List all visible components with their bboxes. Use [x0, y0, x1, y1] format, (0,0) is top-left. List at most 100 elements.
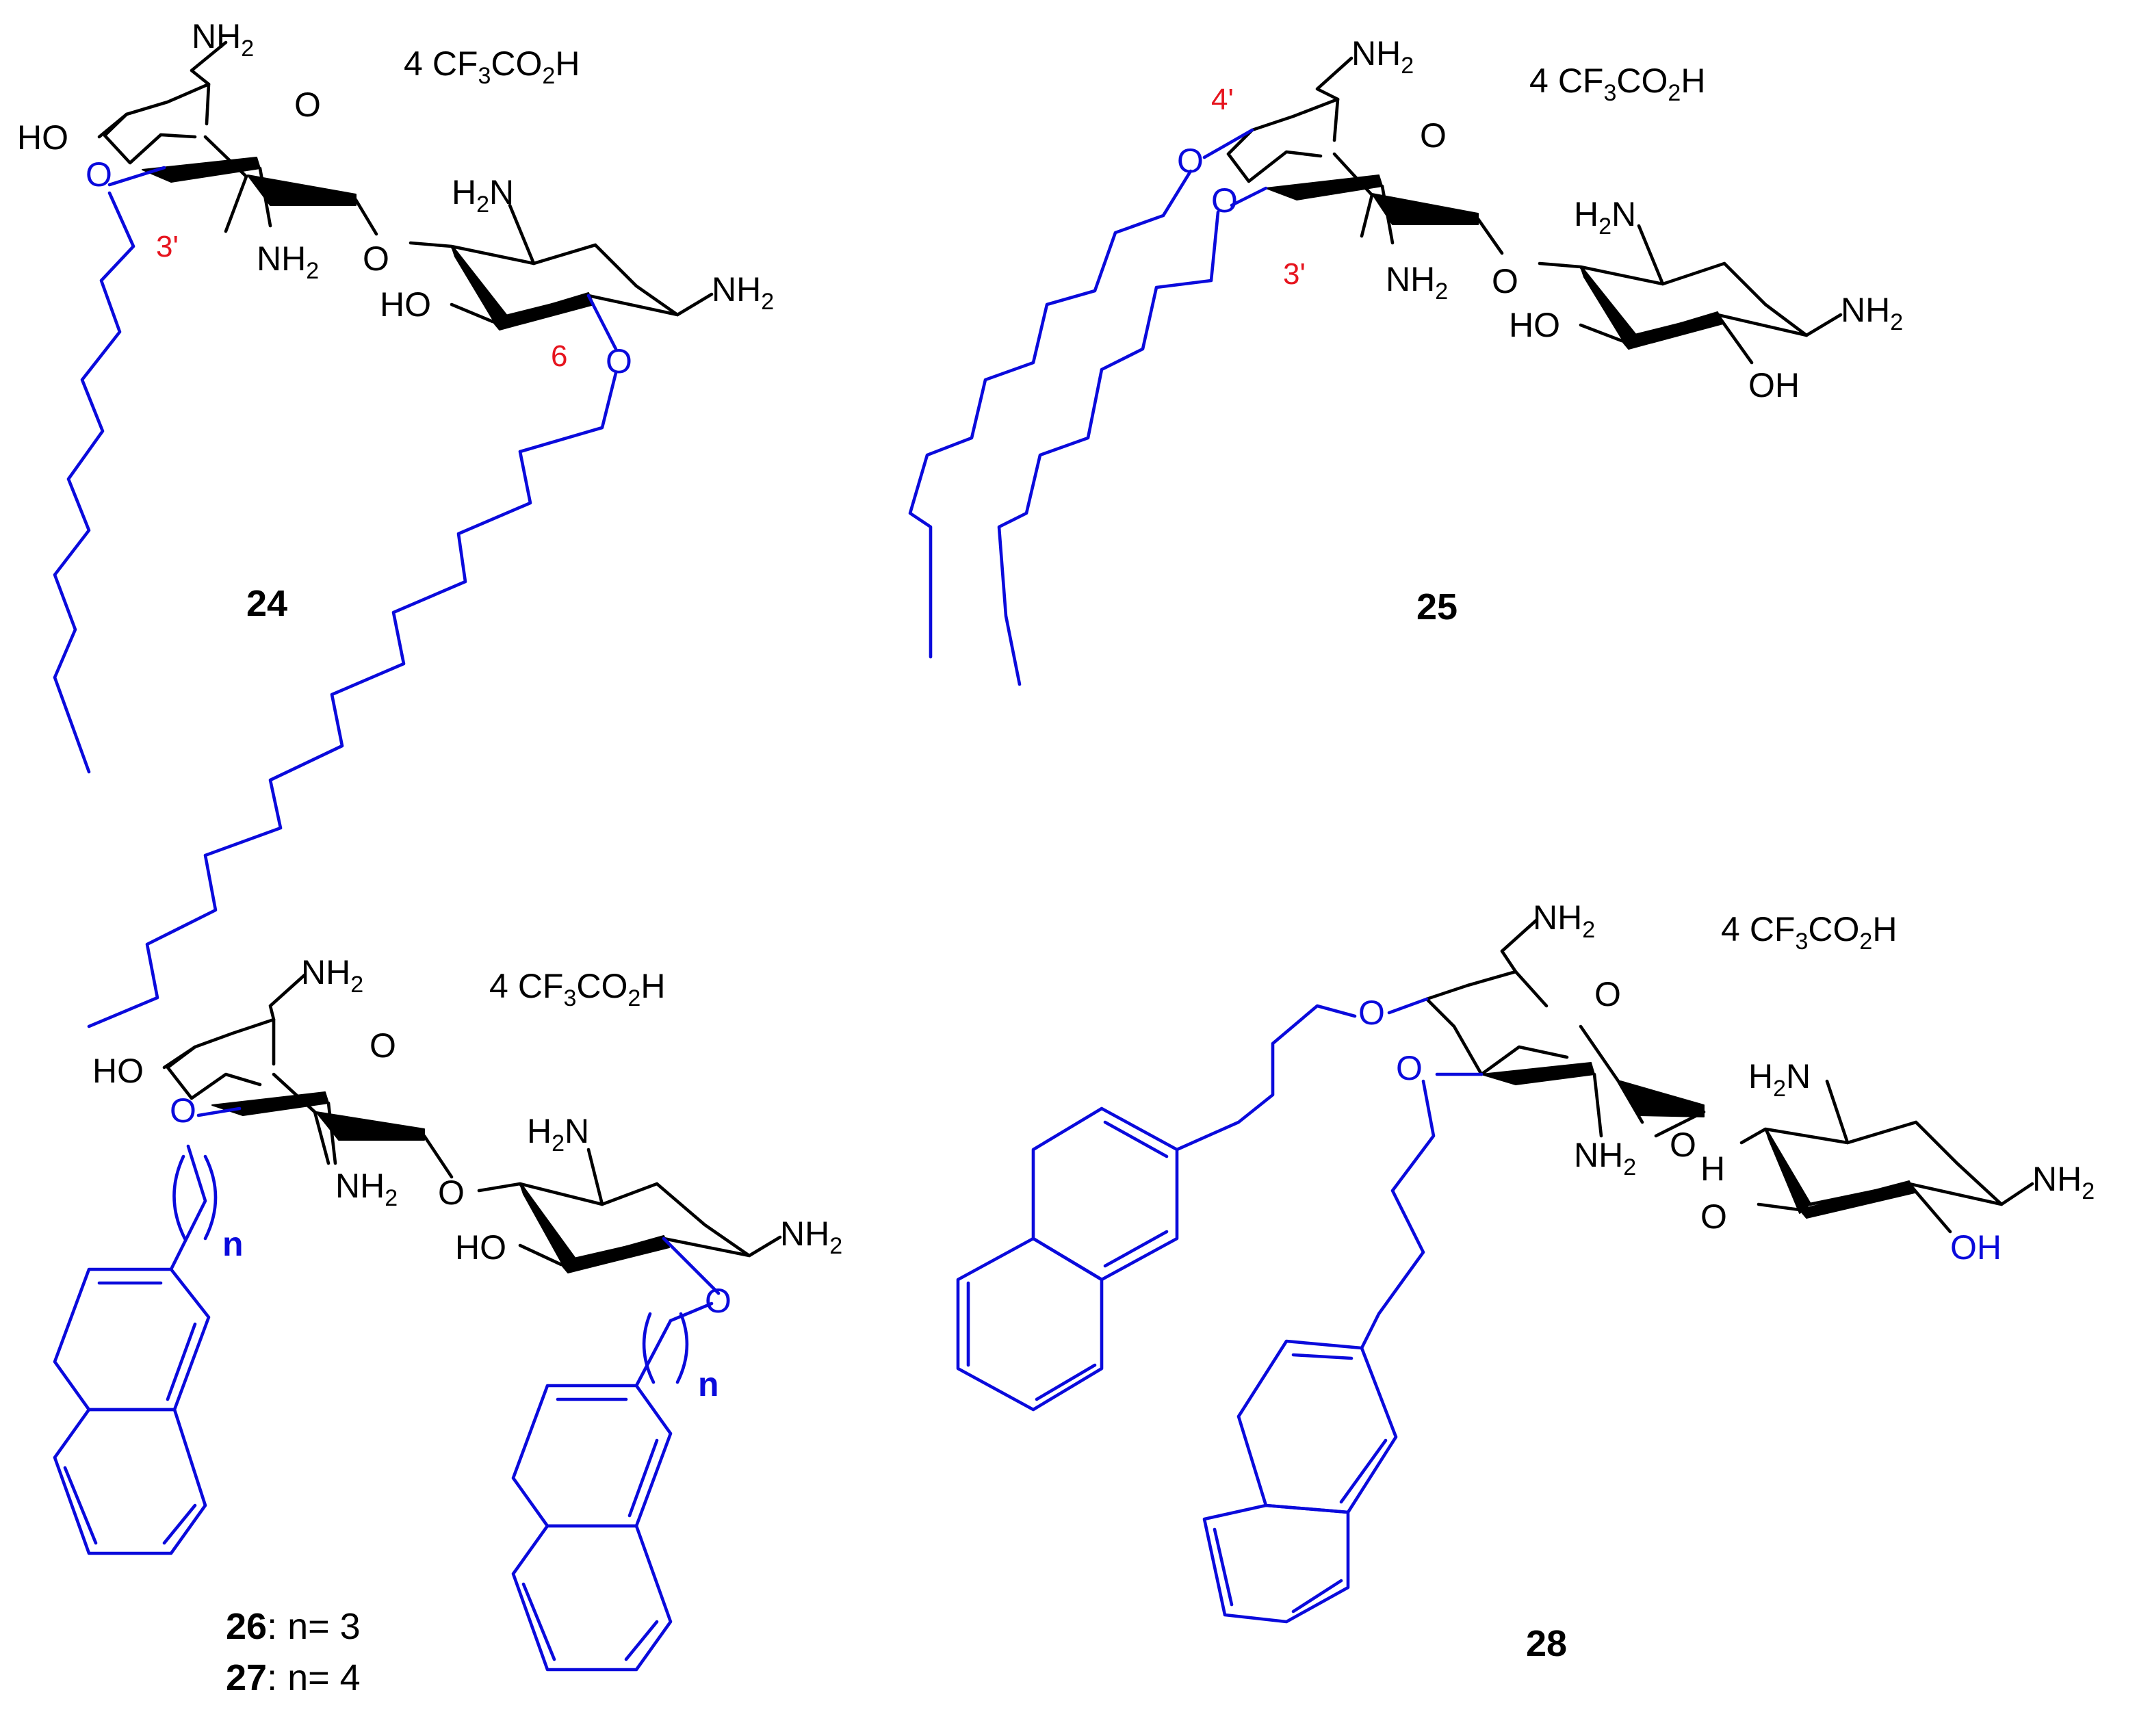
h2n-28: H2N: [1748, 1057, 1811, 1102]
ho-24b: HO: [380, 285, 431, 324]
naph-ring-28l-2: [1202, 1503, 1350, 1624]
nh2-bond-24b: [675, 292, 714, 317]
o-link-24-label: O: [363, 239, 389, 278]
locant-24-6: 6: [551, 339, 567, 373]
legend-26: 26: n= 3: [226, 1606, 361, 1647]
ring-25b-w1: [1580, 266, 1636, 345]
o-ring-25: O: [1420, 116, 1447, 155]
ring-26a-c1: [272, 1072, 331, 1165]
chain-28-4prime: [1175, 1004, 1357, 1152]
h2n-bond-28: [1825, 1079, 1850, 1145]
ho-bond-24b: [450, 302, 495, 324]
naph-26l-double: [63, 1281, 197, 1545]
naphthyl-28-lower: [1202, 1339, 1398, 1624]
naph-ring-26l-1: [53, 1267, 211, 1412]
nh2-24-mid: NH2: [257, 239, 319, 284]
nh2-24-top: NH2: [192, 17, 254, 62]
ch2-26: [268, 973, 307, 1022]
naphthyl-26-left: [53, 1267, 211, 1555]
ho-bond-28b: [1757, 1202, 1802, 1212]
paren-26-right-b: [675, 1312, 689, 1384]
locant-25-4prime: 4': [1211, 83, 1234, 116]
h-28: H: [1700, 1150, 1725, 1188]
ring-24b-w1: [451, 246, 507, 326]
h2n-24: H2N: [452, 173, 514, 218]
nh2-bond-26b: [747, 1235, 782, 1258]
compound-label-25: 25: [1416, 586, 1458, 627]
nh2-bond-28a: [1592, 1072, 1603, 1138]
ho-bond-24: [97, 112, 129, 139]
o-link-28: [1654, 1110, 1706, 1138]
ho-26: HO: [92, 1052, 144, 1090]
o6-bond-24: [586, 294, 618, 351]
naphthyl-26-right: [511, 1384, 673, 1672]
chain-24-3prime: [53, 191, 135, 774]
chain-28-3prime: [1360, 1079, 1436, 1350]
ho-25b: HO: [1509, 306, 1560, 344]
o-link-25-label: O: [1492, 262, 1518, 300]
naph-28l-double: [1213, 1353, 1388, 1614]
nh2-bond-25b: [1804, 313, 1843, 337]
o3-bond-25: [1230, 186, 1268, 207]
ring-24a-bonds: [103, 112, 197, 165]
chain-26-left: [169, 1144, 207, 1271]
nh2-24-right: NH2: [712, 270, 774, 315]
nh2-28-right: NH2: [2032, 1160, 2095, 1204]
ring-28b: [1739, 1120, 2004, 1206]
locant-24-3prime: 3': [156, 230, 179, 263]
oh-bond-25b: [1715, 313, 1754, 365]
ring-25a-bonds: [1226, 128, 1323, 183]
ring-25a-top: [1250, 97, 1340, 142]
ring-25b-w2: [1621, 311, 1724, 350]
ch2-28: [1500, 918, 1538, 974]
ring-28b-w2: [1799, 1180, 1915, 1219]
nh2-bond-25a: [1380, 184, 1395, 245]
locant-25-3prime: 3': [1283, 257, 1306, 291]
oh-28: OH: [1950, 1228, 2002, 1267]
o4-28: O: [1358, 994, 1385, 1032]
naph-ring-26l-2: [53, 1408, 207, 1555]
ring-24b-w2: [492, 292, 595, 331]
o4-bond-28: [1387, 997, 1429, 1015]
ring-26b: [477, 1182, 751, 1261]
nh2-25-top: NH2: [1351, 34, 1414, 79]
paren-26-right-a: [642, 1312, 656, 1384]
naph-28u-double: [966, 1120, 1169, 1401]
o-ring-28: O: [1594, 975, 1621, 1013]
paren-26-left-a: [172, 1154, 187, 1241]
naph-26r-double: [521, 1397, 659, 1661]
chain-25-4prime: [908, 169, 1193, 659]
o-link-26-label: O: [438, 1174, 465, 1212]
naph-ring-28u-1: [1031, 1106, 1179, 1282]
ring-24a-c1: [203, 135, 248, 233]
nh2-bond-24a: [258, 166, 272, 228]
nh2-bond-26a: [326, 1101, 337, 1165]
oh-bond-28b: [1907, 1182, 1952, 1234]
chain-24-6: [87, 371, 618, 1028]
ch2-25: [1315, 56, 1354, 101]
ring-28a-bonds: [1425, 997, 1569, 1076]
repeat-n-26-left: n: [222, 1225, 244, 1263]
o3-24: O: [86, 155, 112, 194]
o-ring-26: O: [370, 1026, 396, 1065]
ring-24a-wedge2: [247, 174, 357, 206]
paren-26-left-b: [203, 1154, 218, 1241]
h2n-25: H2N: [1574, 195, 1636, 239]
legend-27: 27: n= 4: [226, 1657, 361, 1698]
ring-25a-wedge: [1265, 174, 1383, 200]
naph-ring-26r-1: [511, 1384, 673, 1528]
nh2-25-right: NH2: [1841, 291, 1903, 335]
nh2-bond-28b: [1999, 1182, 2034, 1206]
ho-bond-25b: [1579, 323, 1624, 343]
nh2-28-top: NH2: [1533, 898, 1595, 943]
o6-26: O: [705, 1282, 731, 1320]
o4-25: O: [1177, 142, 1204, 180]
o-link-28-label: O: [1670, 1126, 1696, 1164]
